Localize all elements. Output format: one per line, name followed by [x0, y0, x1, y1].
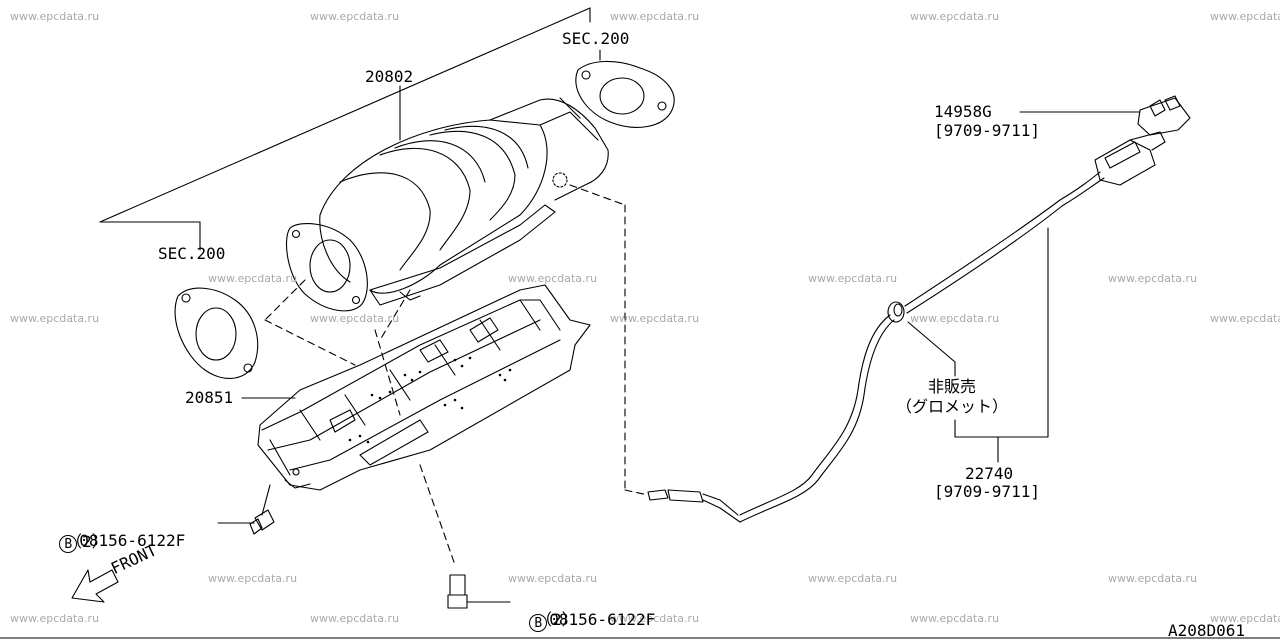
front-arrow-icon [72, 570, 118, 602]
watermark: www.epcdata.ru [910, 10, 1000, 23]
part-number-20851[interactable]: 20851 [185, 388, 234, 407]
bolt-symbol-icon: B [529, 614, 548, 632]
watermark: www.epcdata.ru [1108, 272, 1198, 285]
watermark: www.epcdata.ru [1210, 312, 1280, 325]
section-ref-left[interactable]: SEC.200 [158, 244, 226, 263]
grommet-note: （グロメット） [896, 397, 1009, 416]
bolt-symbol-icon: B [59, 535, 78, 553]
part-number-20802[interactable]: 20802 [365, 67, 414, 86]
leader-lines [242, 86, 1140, 462]
watermark: www.epcdata.ru [610, 10, 700, 23]
watermark: www.epcdata.ru [10, 312, 100, 325]
date-range-22740: [9709-9711] [934, 482, 1040, 501]
watermark: www.epcdata.ru [610, 612, 700, 625]
watermark: www.epcdata.ru [10, 612, 100, 625]
part-number-14958g[interactable]: 14958G [934, 102, 992, 121]
part-number-22740[interactable]: 22740 [965, 464, 1014, 483]
watermark: www.epcdata.ru [1210, 10, 1280, 23]
drawing-code: A208D061 [1168, 621, 1246, 640]
not-for-sale-note: 非販売 [928, 377, 977, 396]
date-range-14958g: [9709-9711] [934, 121, 1040, 140]
section-ref-top[interactable]: SEC.200 [562, 29, 630, 48]
bolt-left-quantity: （2） [66, 532, 108, 551]
perforation-dots [348, 356, 512, 444]
watermark: www.epcdata.ru [508, 272, 598, 285]
watermark: www.epcdata.ru [808, 272, 898, 285]
watermark: www.epcdata.ru [310, 10, 400, 23]
oxygen-sensor [648, 96, 1190, 522]
watermark: www.epcdata.ru [508, 572, 598, 585]
heat-insulator [258, 285, 590, 490]
watermark: www.epcdata.ru [310, 612, 400, 625]
watermark: www.epcdata.ru [208, 572, 298, 585]
bolt-bottom [448, 575, 510, 608]
watermark: www.epcdata.ru [208, 272, 298, 285]
dashed-lines [265, 185, 648, 565]
sec-bracket-lines [100, 8, 600, 250]
gasket-left [175, 288, 258, 378]
watermark: www.epcdata.ru [808, 572, 898, 585]
watermark: www.epcdata.ru [10, 10, 100, 23]
bolt-left-part-text: 08156-6122F [79, 531, 186, 550]
bolt-right-part-text: 08156-6122F [549, 610, 656, 629]
bolt-left [218, 485, 274, 534]
watermark: www.epcdata.ru [1210, 612, 1280, 625]
watermark: www.epcdata.ru [310, 312, 400, 325]
watermark: www.epcdata.ru [910, 312, 1000, 325]
watermark: www.epcdata.ru [1108, 572, 1198, 585]
gasket-top [576, 61, 674, 127]
watermark: www.epcdata.ru [910, 612, 1000, 625]
bolt-right-quantity: （2） [536, 610, 578, 629]
watermark: www.epcdata.ru [610, 312, 700, 325]
catalytic-converter [286, 98, 608, 311]
